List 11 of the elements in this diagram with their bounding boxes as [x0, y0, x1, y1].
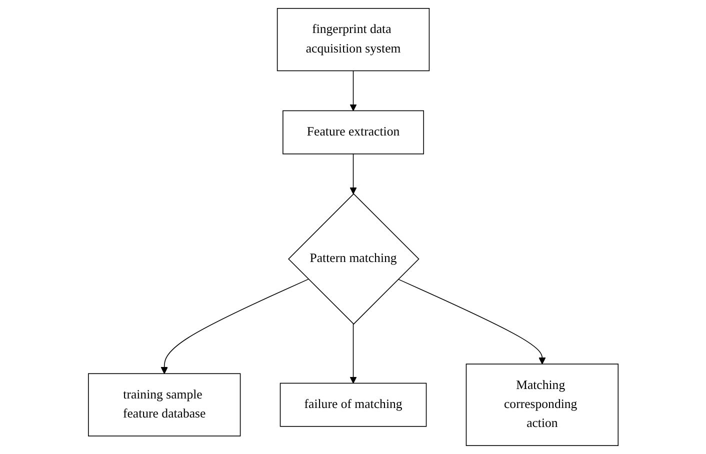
arrow: [397, 278, 546, 364]
arrow: [349, 70, 356, 112]
node-box: Feature extraction: [282, 110, 424, 154]
node-box: Matching corresponding action: [466, 364, 618, 446]
node-diamond: Pattern matching: [288, 193, 420, 325]
arrow: [349, 324, 356, 384]
node-box: training sample feature database: [88, 373, 240, 436]
node-box: fingerprint data acquisition system: [276, 8, 430, 72]
node-box: failure of matching: [280, 382, 426, 427]
arrow: [160, 278, 308, 374]
arrow: [349, 154, 356, 194]
